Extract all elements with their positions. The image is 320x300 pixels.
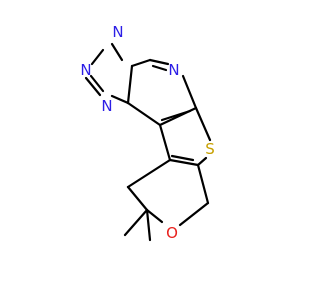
bond [130, 58, 152, 68]
nitrogen-atom-label: N [101, 97, 112, 115]
molecule-structure: N N N N S O [80, 23, 214, 242]
bond [160, 109, 192, 122]
bond [170, 154, 195, 162]
bond [126, 101, 162, 127]
sulfur-atom-label: S [205, 140, 215, 158]
bond [148, 58, 170, 66]
bond [196, 163, 210, 205]
bond [145, 208, 152, 242]
bond [145, 208, 164, 224]
bond [123, 208, 149, 237]
nitrogen-atom-label: N [112, 23, 123, 41]
bond [84, 76, 102, 97]
nitrogen-atom-label: N [80, 61, 91, 79]
bond [178, 201, 210, 227]
bond [110, 94, 130, 105]
atom-label-layer: N N N N S O [80, 23, 214, 242]
bond [126, 64, 134, 105]
bond [181, 74, 198, 110]
bond [89, 74, 105, 93]
bond [151, 64, 168, 72]
bond [196, 156, 208, 167]
bond [194, 106, 212, 142]
bond [126, 185, 149, 212]
nitrogen-atom-label: N [168, 61, 179, 79]
bond [158, 123, 172, 162]
oxygen-atom-label: O [166, 224, 178, 242]
bond-layer [84, 42, 212, 242]
bond [110, 42, 124, 62]
bond [126, 158, 172, 189]
bond [90, 48, 105, 66]
bond [168, 158, 200, 167]
